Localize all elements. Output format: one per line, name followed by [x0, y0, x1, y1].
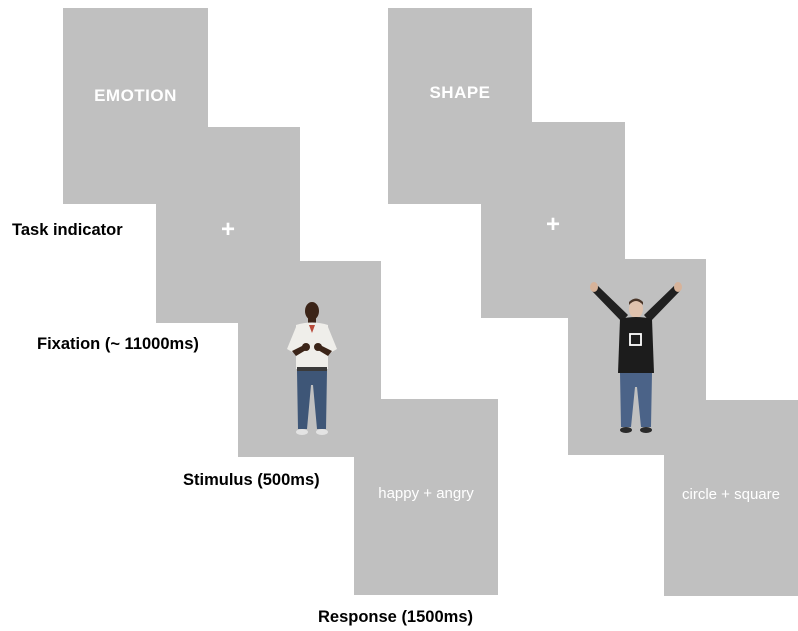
shape-fixation-cross: + — [545, 211, 560, 238]
shape-task-label: SHAPE — [429, 83, 491, 102]
man-with-raised-arms-figure — [590, 282, 682, 433]
emotion-response-options: happy + angry — [378, 484, 474, 502]
emotion-task-label: EMOTION — [94, 86, 177, 105]
shape-response-options: circle + square — [682, 485, 780, 503]
shape-stimulus-screen — [568, 259, 706, 455]
task-indicator-label: Task indicator — [12, 221, 123, 239]
man-in-white-shirt-figure — [287, 302, 337, 435]
shape-response-screen: circle + square — [664, 400, 798, 596]
stimulus-label: Stimulus (500ms) — [183, 471, 320, 489]
emotion-task-screen: EMOTION — [63, 8, 208, 204]
fixation-label: Fixation (~ 11000ms) — [37, 335, 199, 353]
response-label: Response (1500ms) — [318, 608, 473, 626]
emotion-fixation-cross: + — [220, 216, 235, 243]
emotion-response-screen: happy + angry — [354, 399, 498, 595]
